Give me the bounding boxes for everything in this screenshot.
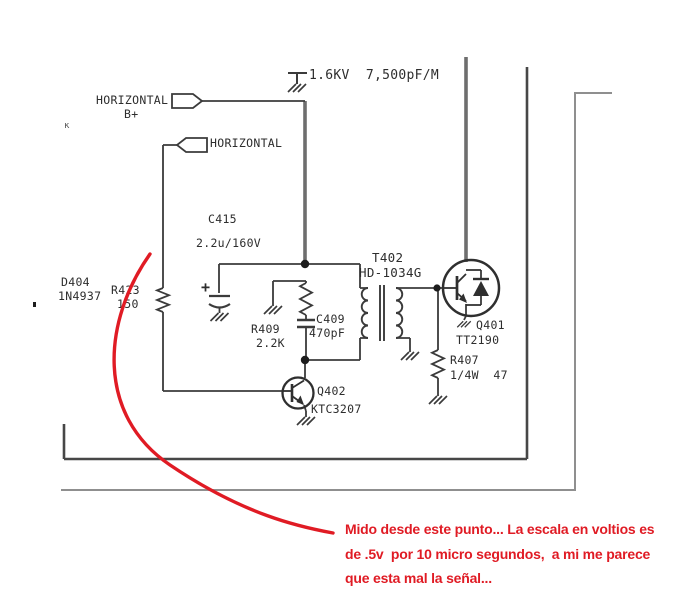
transistor-q402: [281, 376, 315, 410]
label-horizontal-input: HORIZONTAL: [210, 136, 283, 150]
annotation-note: Mido desde este punto... La escala en vo…: [345, 517, 665, 591]
transformer-t402: [360, 285, 404, 341]
ground-symbol: [263, 305, 283, 315]
label-c409-ref: C409: [316, 312, 345, 326]
ground-symbol: [400, 351, 420, 361]
label-q401-ref: Q401: [476, 318, 505, 332]
annotation-line-3: que esta mal la señal...: [345, 570, 492, 586]
annotation-line-1: Mido desde este punto... La escala en vo…: [345, 521, 655, 537]
label-c409-value: 470pF: [309, 326, 346, 340]
outer-border: [61, 92, 612, 491]
ground-symbol: [456, 320, 472, 328]
label-r409-value: 2.2K: [256, 336, 285, 350]
label-d404-ref: D404: [61, 275, 90, 289]
resistor-r407: [429, 349, 447, 379]
capacitor-c415: [208, 294, 231, 309]
label-c415-value: 2.2u/160V: [196, 236, 262, 250]
annotation-line-2: de .5v por 10 micro segundos, a mi me pa…: [345, 545, 651, 562]
label-horizontal-bplus: HORIZONTAL: [96, 93, 169, 107]
label-r407-value: 1/4W 47: [450, 368, 508, 382]
ground-symbol: [296, 416, 316, 426]
flag-horizontal-input: [175, 137, 208, 153]
label-q402-value: KTC3207: [311, 402, 362, 416]
resistor-r409: [298, 282, 314, 316]
label-c415-plus: +: [201, 278, 211, 296]
flag-horizontal-bplus: [171, 93, 204, 109]
label-q401-value: TT2190: [456, 333, 500, 347]
label-hv-cap-value: 1.6KV 7,500pF/M: [309, 68, 440, 83]
label-bplus: B+: [124, 107, 139, 121]
transistor-q401: [441, 258, 501, 318]
label-t402-ref: T402: [372, 250, 404, 265]
wires: [162, 100, 467, 417]
ground-symbol: [287, 83, 307, 93]
label-q402-ref: Q402: [317, 384, 346, 398]
label-r407-ref: R407: [450, 353, 479, 367]
resistor-r423: [154, 287, 172, 313]
label-r409-ref: R409: [251, 322, 280, 336]
label-r423-ref: R423: [111, 283, 140, 297]
label-c415-ref: C415: [208, 212, 237, 226]
label-r423-value: 150: [117, 297, 139, 311]
scan-artifact-mark: ĸ: [64, 121, 70, 131]
label-d404-value: 1N4937: [58, 289, 102, 303]
label-t402-value: HD-1034G: [359, 265, 422, 280]
capacitor-hv-top: [288, 72, 307, 84]
ground-symbol: [428, 395, 448, 405]
ground-symbol: [209, 312, 230, 322]
